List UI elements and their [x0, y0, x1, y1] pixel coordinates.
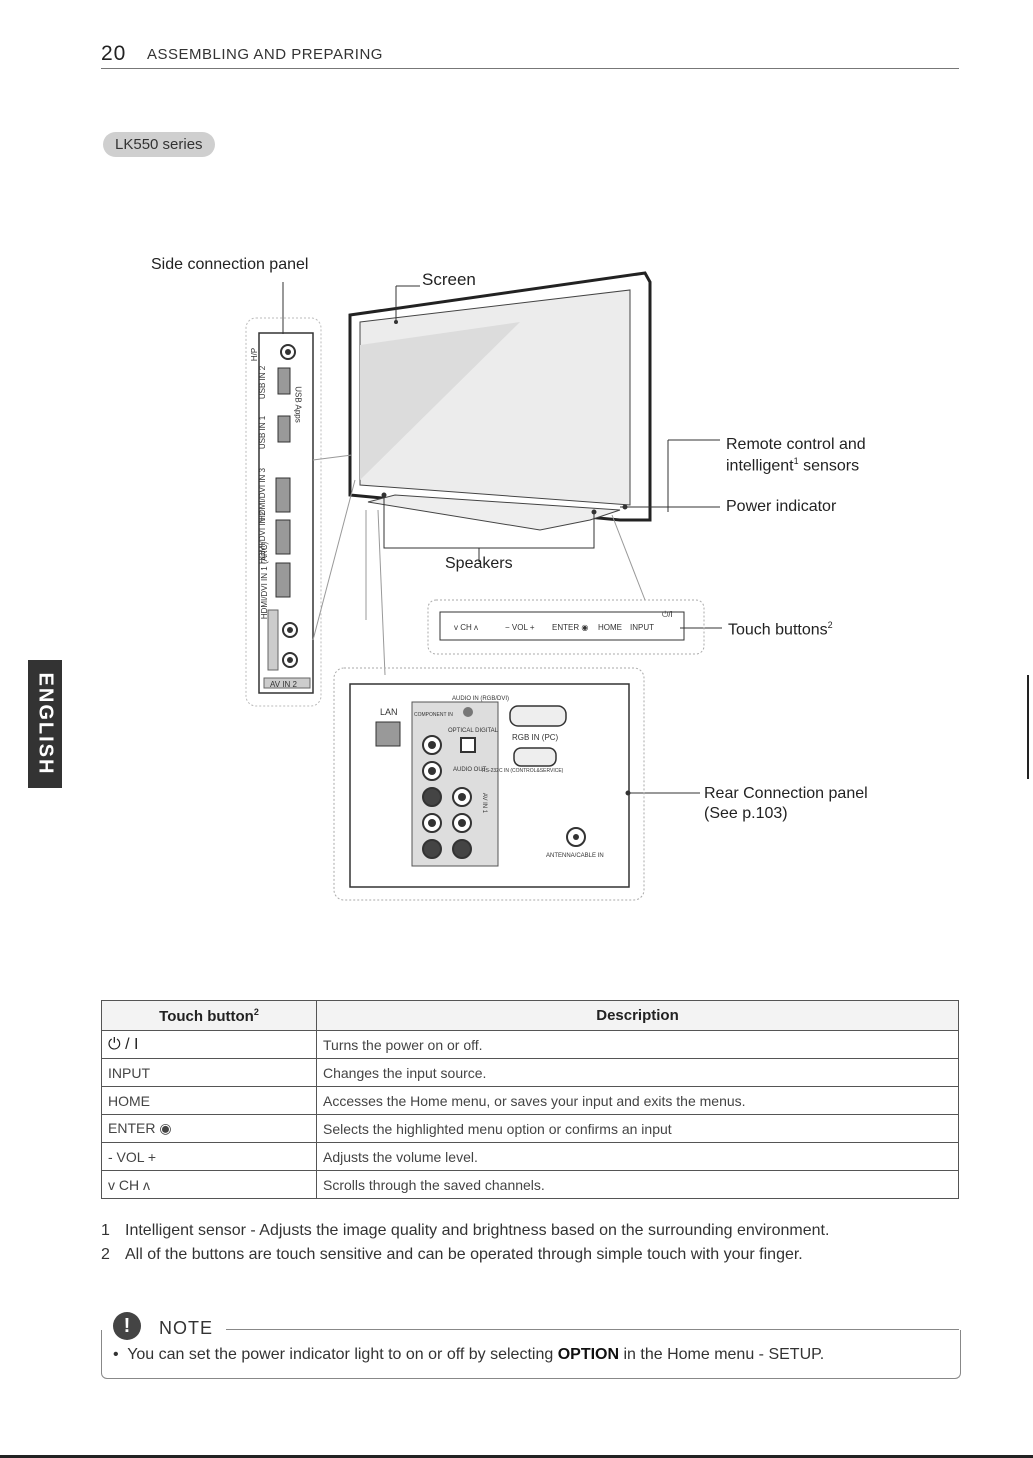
port-av1-label: AV IN 1: [481, 792, 488, 814]
table-header-row: Touch button2 Description: [101, 1000, 959, 1031]
strip-input-label: INPUT: [630, 623, 654, 632]
port-audio-in-label: AUDIO IN (RGB/DVI): [452, 696, 510, 702]
note-text: • You can set the power indicator light …: [113, 1346, 825, 1363]
bottom-rule: [0, 1455, 1033, 1458]
sensors-label-line1: Remote control and: [726, 436, 866, 453]
footnote-number: 1: [101, 1222, 110, 1239]
strip-ch-label: v CH ʌ: [454, 623, 478, 632]
tv-diagram: [245, 271, 722, 901]
exclamation-icon: !: [113, 1312, 141, 1340]
port-usb1-label: USB IN 1: [258, 415, 268, 450]
footnote-2: 2 All of the buttons are touch sensitive …: [101, 1246, 803, 1264]
row-description-cell: Changes the input source.: [316, 1058, 959, 1087]
header-rule: [101, 68, 959, 69]
col-description-header: Description: [316, 1000, 959, 1031]
port-usb-apps-label: USB Apps: [293, 386, 303, 423]
port-rgb-label: RGB IN (PC): [512, 733, 559, 742]
rear-panel-label-line2: (See p.103): [704, 805, 788, 822]
row-description-cell: Selects the highlighted menu option or c…: [316, 1114, 959, 1143]
footnote-number: 2: [101, 1246, 110, 1263]
row-description-cell: Accesses the Home menu, or saves your in…: [316, 1086, 959, 1115]
note-text-pre: You can set the power indicator light to…: [127, 1346, 558, 1363]
port-usb2-label: USB IN 2: [258, 365, 268, 400]
port-antenna-label: ANTENNA/CABLE IN: [546, 853, 604, 859]
touch-buttons-label-text: Touch buttons: [728, 621, 828, 639]
footnote-1: 1 Intelligent sensor - Adjusts the image …: [101, 1222, 829, 1240]
port-av2-label: AV IN 2: [270, 680, 297, 689]
row-button-cell: ENTER ◉: [101, 1114, 317, 1143]
row-button-cell: INPUT: [101, 1058, 317, 1087]
side-panel-label: Side connection panel: [151, 256, 309, 273]
rear-connection-panel-drawing: [333, 667, 645, 901]
strip-power-label: ⏻/I: [662, 610, 673, 619]
sensors-label-text-end: sensors: [798, 457, 860, 475]
touch-buttons-label: Touch buttons2: [728, 620, 833, 639]
sensors-label-text: intelligent: [726, 457, 794, 475]
strip-vol-label: − VOL +: [505, 623, 535, 632]
note-text-post: in the Home menu - SETUP.: [619, 1346, 825, 1363]
note-rule: [226, 1329, 959, 1330]
note-box: [101, 1330, 961, 1379]
leader-lines: [365, 439, 722, 796]
section-title: ASSEMBLING AND PREPARING: [147, 46, 383, 63]
side-connection-panel-drawing: [245, 282, 322, 707]
touch-strip-drawing: [427, 599, 705, 655]
page-number: 20: [101, 42, 127, 65]
table-row: - VOL +Adjusts the volume level.: [101, 1142, 959, 1171]
footnote-text: All of the buttons are touch sensitive a…: [125, 1246, 803, 1263]
tv-screen-drawing: [312, 271, 652, 641]
screen-label: Screen: [422, 270, 476, 289]
note-text-option: OPTION: [557, 1346, 620, 1363]
strip-home-label: HOME: [598, 623, 622, 632]
note-title: NOTE: [159, 1318, 214, 1338]
series-badge: LK550 series: [103, 132, 215, 157]
page-edge-mark: [1027, 675, 1029, 779]
row-button-cell: HOME: [101, 1086, 317, 1115]
port-audio-out-label: AUDIO OUT: [453, 767, 487, 773]
footnote-text: Intelligent sensor - Adjusts the image q…: [125, 1222, 830, 1239]
row-button-cell: ⏻ / I: [101, 1030, 317, 1059]
rear-panel-label-line1: Rear Connection panel: [704, 785, 868, 802]
row-description-cell: Scrolls through the saved channels.: [316, 1170, 959, 1199]
speakers-label: Speakers: [445, 555, 513, 572]
row-button-cell: - VOL +: [101, 1142, 317, 1171]
col-touch-button-header: Touch button2: [101, 1000, 317, 1031]
port-hdmi1-label: HDMI/DVI IN 1 (ARC): [260, 541, 270, 620]
sensors-footnote-ref: 1: [793, 456, 799, 466]
col-touch-button-text: Touch button: [159, 1007, 254, 1025]
port-hp-label: H/P: [250, 347, 260, 362]
port-optical-label: OPTICAL DIGITAL: [448, 728, 499, 734]
row-button-cell: v CH ʌ: [101, 1170, 317, 1199]
touch-buttons-footnote-ref: 2: [827, 620, 833, 630]
port-lan-label: LAN: [380, 707, 398, 717]
language-tab: ENGLISH: [28, 660, 62, 788]
col-touch-button-footnote-ref: 2: [253, 1006, 259, 1017]
row-description-cell: Adjusts the volume level.: [316, 1142, 959, 1171]
sensors-label-line2: intelligent1 sensors: [726, 456, 859, 475]
table-row: ENTER ◉Selects the highlighted menu opti…: [101, 1114, 959, 1143]
port-rs232-label: RS-232C IN (CONTROL&SERVICE): [482, 768, 564, 774]
port-component-label: COMPONENT IN: [414, 712, 453, 718]
strip-enter-label: ENTER ◉: [552, 623, 589, 632]
row-description-cell: Turns the power on or off.: [316, 1030, 959, 1059]
power-indicator-label: Power indicator: [726, 498, 837, 515]
